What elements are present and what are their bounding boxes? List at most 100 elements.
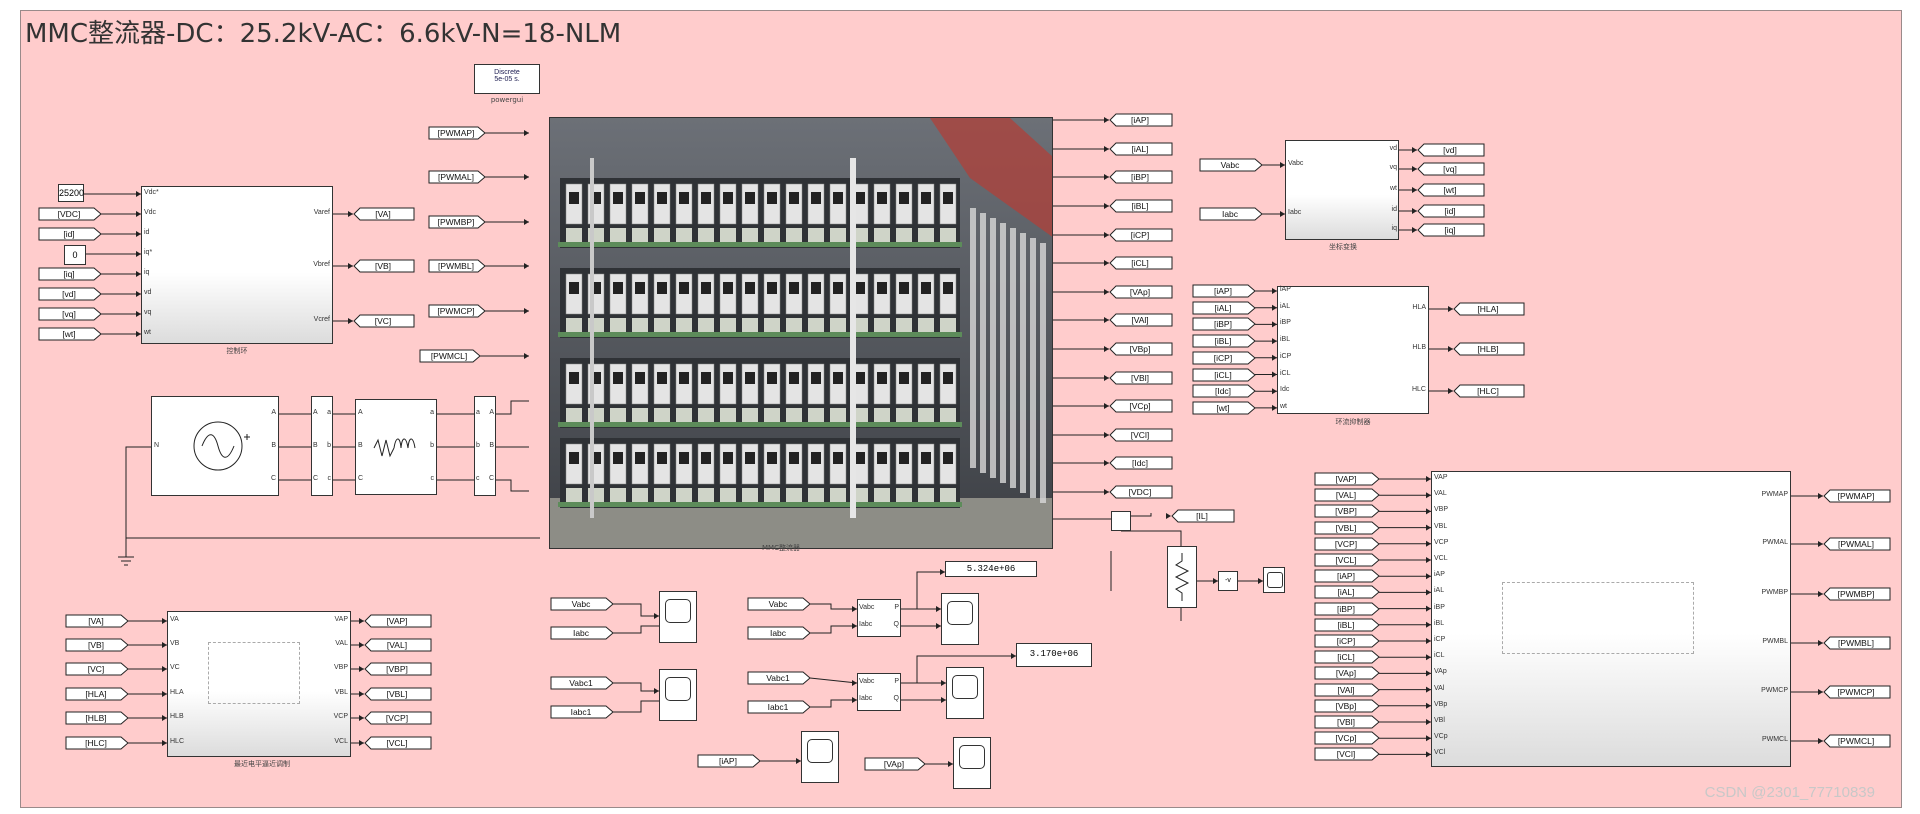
from-pwm-gen-7[interactable]: [iAL] xyxy=(1314,585,1380,599)
nlm-block[interactable] xyxy=(167,611,351,757)
power-meas-2-block[interactable] xyxy=(857,673,901,711)
goto-nlm-2[interactable]: [VBP] xyxy=(364,662,432,676)
goto-mmc-8[interactable]: [VBp] xyxy=(1109,342,1173,356)
goto-mmc-10[interactable]: [VCp] xyxy=(1109,399,1173,413)
from-nlm-4[interactable]: [HLB] xyxy=(65,711,129,725)
goto-mmc-11[interactable]: [VCl] xyxy=(1109,428,1173,442)
goto-mmc-13[interactable]: [VDC] xyxy=(1109,485,1173,499)
goto-pwm-gen-1[interactable]: [PWMAL] xyxy=(1823,537,1891,551)
from-nlm-5[interactable]: [HLC] xyxy=(65,736,129,750)
from-circ-0[interactable]: [iAP] xyxy=(1192,284,1256,298)
goto-pwm-gen-2[interactable]: [PWMBP] xyxy=(1823,587,1891,601)
goto-pwm-gen-0[interactable]: [PWMAP] xyxy=(1823,489,1891,503)
pwm-generator-block[interactable] xyxy=(1431,471,1791,767)
goto-mmc-5[interactable]: [iCL] xyxy=(1109,256,1173,270)
mmc-rectifier-block[interactable] xyxy=(549,117,1053,549)
from-scope-iabc[interactable]: Iabc xyxy=(550,626,614,640)
dc-display-block[interactable] xyxy=(1263,567,1285,593)
from-pwm-gen-1[interactable]: [VAL] xyxy=(1314,488,1380,502)
from-pwm-gen-17[interactable]: [VCl] xyxy=(1314,747,1380,761)
from-ctrl-0[interactable]: [VDC] xyxy=(38,207,102,221)
const-iq-ref[interactable]: 0 xyxy=(64,245,86,265)
goto-transform-4[interactable]: [iq] xyxy=(1417,223,1485,237)
from-pwm-gen-3[interactable]: [VBL] xyxy=(1314,521,1380,535)
from-circ-5[interactable]: [iCL] xyxy=(1192,368,1256,382)
from-pwm-4[interactable]: [PWMCP] xyxy=(428,304,486,318)
from-nlm-0[interactable]: [VA] xyxy=(65,614,129,628)
from-transform-1[interactable]: Iabc xyxy=(1199,207,1263,221)
goto-mmc-3[interactable]: [iBL] xyxy=(1109,199,1173,213)
scope-power-1[interactable] xyxy=(941,593,979,645)
from-circ-1[interactable]: [iAL] xyxy=(1192,301,1256,315)
from-pwm-gen-5[interactable]: [VCL] xyxy=(1314,553,1380,567)
from-pwm-3[interactable]: [PWMBL] xyxy=(428,259,486,273)
from-scope-vabc1[interactable]: Vabc1 xyxy=(550,676,614,690)
from-scope-iabc1[interactable]: Iabc1 xyxy=(550,705,614,719)
from-nlm-1[interactable]: [VB] xyxy=(65,638,129,652)
from-pwm-gen-10[interactable]: [iCP] xyxy=(1314,634,1380,648)
goto-transform-0[interactable]: [vd] xyxy=(1417,143,1485,157)
goto-nlm-3[interactable]: [VBL] xyxy=(364,687,432,701)
scope-iap[interactable] xyxy=(801,731,839,783)
from-circ-2[interactable]: [iBP] xyxy=(1192,317,1256,331)
from-circ-6[interactable]: [Idc] xyxy=(1192,384,1256,398)
goto-mmc-12[interactable]: [Idc] xyxy=(1109,456,1173,470)
from-pwm-gen-2[interactable]: [VBP] xyxy=(1314,504,1380,518)
simulink-canvas[interactable]: MMC整流器-DC：25.2kV-AC：6.6kV-N=18-NLM Discr… xyxy=(20,10,1902,808)
from-nlm-3[interactable]: [HLA] xyxy=(65,687,129,701)
from-transform-0[interactable]: Vabc xyxy=(1199,158,1263,172)
from-nlm-2[interactable]: [VC] xyxy=(65,662,129,676)
from-power1-iabc[interactable]: Iabc xyxy=(747,626,811,640)
from-power1-vabc[interactable]: Vabc xyxy=(747,597,811,611)
goto-mmc-2[interactable]: [iBP] xyxy=(1109,170,1173,184)
power-meas-1-block[interactable] xyxy=(857,599,901,637)
goto-mmc-9[interactable]: [VBl] xyxy=(1109,371,1173,385)
from-pwm-gen-15[interactable]: [VBl] xyxy=(1314,715,1380,729)
const-vdc-ref[interactable]: 25200 xyxy=(58,184,84,202)
goto-pwm-gen-5[interactable]: [PWMCL] xyxy=(1823,734,1891,748)
goto-ctrl-2[interactable]: [VC] xyxy=(353,314,415,328)
circ-suppressor-block[interactable] xyxy=(1277,286,1429,414)
goto-circ-0[interactable]: [HLA] xyxy=(1453,302,1525,316)
from-circ-3[interactable]: [iBL] xyxy=(1192,334,1256,348)
from-circ-4[interactable]: [iCP] xyxy=(1192,351,1256,365)
vi-measurement-block[interactable] xyxy=(311,396,333,496)
from-pwm-2[interactable]: [PWMBP] xyxy=(428,215,486,229)
from-power2-iabc[interactable]: Iabc1 xyxy=(747,700,811,714)
goto-nlm-0[interactable]: [VAP] xyxy=(364,614,432,628)
goto-pwm-gen-3[interactable]: [PWMBL] xyxy=(1823,636,1891,650)
goto-mmc-7[interactable]: [VAl] xyxy=(1109,313,1173,327)
goto-mmc-1[interactable]: [iAL] xyxy=(1109,142,1173,156)
from-pwm-gen-4[interactable]: [VCP] xyxy=(1314,537,1380,551)
from-ctrl-4[interactable]: [vq] xyxy=(38,307,102,321)
scope-vap[interactable] xyxy=(953,737,991,789)
from-ctrl-2[interactable]: [iq] xyxy=(38,267,102,281)
goto-circ-2[interactable]: [HLC] xyxy=(1453,384,1525,398)
rl-branch-block[interactable] xyxy=(355,399,437,495)
goto-il[interactable]: [IL] xyxy=(1171,509,1235,523)
goto-mmc-4[interactable]: [iCP] xyxy=(1109,228,1173,242)
from-pwm-gen-13[interactable]: [VAl] xyxy=(1314,683,1380,697)
current-meas-block[interactable] xyxy=(1111,511,1131,531)
scope-vi-a[interactable] xyxy=(659,591,697,643)
from-pwm-gen-8[interactable]: [iBP] xyxy=(1314,602,1380,616)
gain-block[interactable]: -v xyxy=(1218,571,1238,591)
from-scope-vabc[interactable]: Vabc xyxy=(550,597,614,611)
scope-power-2[interactable] xyxy=(946,667,984,719)
goto-nlm-1[interactable]: [VAL] xyxy=(364,638,432,652)
from-pwm-0[interactable]: [PWMAP] xyxy=(428,126,486,140)
goto-transform-2[interactable]: [wt] xyxy=(1417,183,1485,197)
from-ctrl-5[interactable]: [wt] xyxy=(38,327,102,341)
goto-mmc-0[interactable]: [iAP] xyxy=(1109,113,1173,127)
goto-mmc-6[interactable]: [VAp] xyxy=(1109,285,1173,299)
scope-vi-b[interactable] xyxy=(659,669,697,721)
from-circ-7[interactable]: [wt] xyxy=(1192,401,1256,415)
goto-circ-1[interactable]: [HLB] xyxy=(1453,342,1525,356)
dc-resistor-block[interactable] xyxy=(1167,546,1197,608)
from-power2-vabc[interactable]: Vabc1 xyxy=(747,671,811,685)
from-pwm-gen-12[interactable]: [VAp] xyxy=(1314,666,1380,680)
transform-block[interactable] xyxy=(1285,140,1399,240)
vi-measurement-2-block[interactable] xyxy=(474,396,496,496)
goto-pwm-gen-4[interactable]: [PWMCP] xyxy=(1823,685,1891,699)
